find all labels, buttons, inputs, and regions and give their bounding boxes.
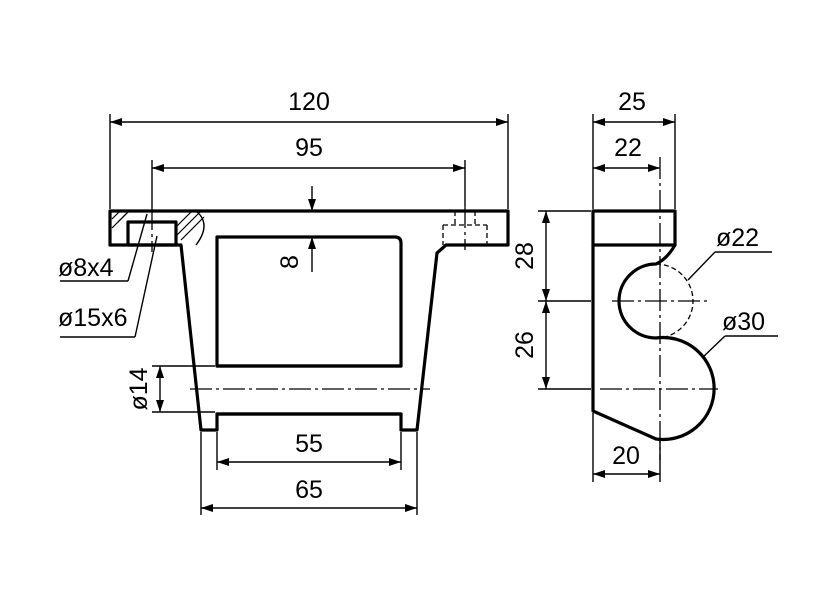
dim-8: 8: [276, 255, 304, 269]
dim-65: 65: [295, 476, 323, 504]
front-view: [108, 206, 510, 432]
dim-28: 28: [511, 242, 539, 270]
label-counterbore: ø15x6: [58, 304, 127, 332]
front-view-pocket: [215, 235, 403, 368]
section-hatch: [111, 210, 205, 241]
dim-25: 25: [618, 88, 646, 116]
dim-bore: ø14: [125, 367, 153, 410]
dim-55: 55: [295, 430, 323, 458]
front-view-outline: [108, 209, 510, 432]
side-view: [591, 157, 718, 460]
label-large-arc: ø30: [722, 308, 765, 336]
dim-120: 120: [288, 88, 330, 116]
side-dimensions: 25 22 28 26 ø22 ø30 20: [511, 88, 778, 482]
label-small-arc: ø22: [716, 224, 759, 252]
counterbore-left: [126, 220, 178, 247]
dim-26: 26: [511, 331, 539, 359]
dim-20: 20: [612, 442, 640, 470]
break-line: [195, 210, 205, 246]
front-dimensions: 120 95 8 ø8x4 ø15x6 ø14 55 65: [58, 88, 509, 515]
hidden-hole-right: [442, 211, 488, 245]
dim-95: 95: [295, 134, 323, 162]
label-hole-small: ø8x4: [58, 254, 114, 282]
dim-22: 22: [614, 134, 642, 162]
